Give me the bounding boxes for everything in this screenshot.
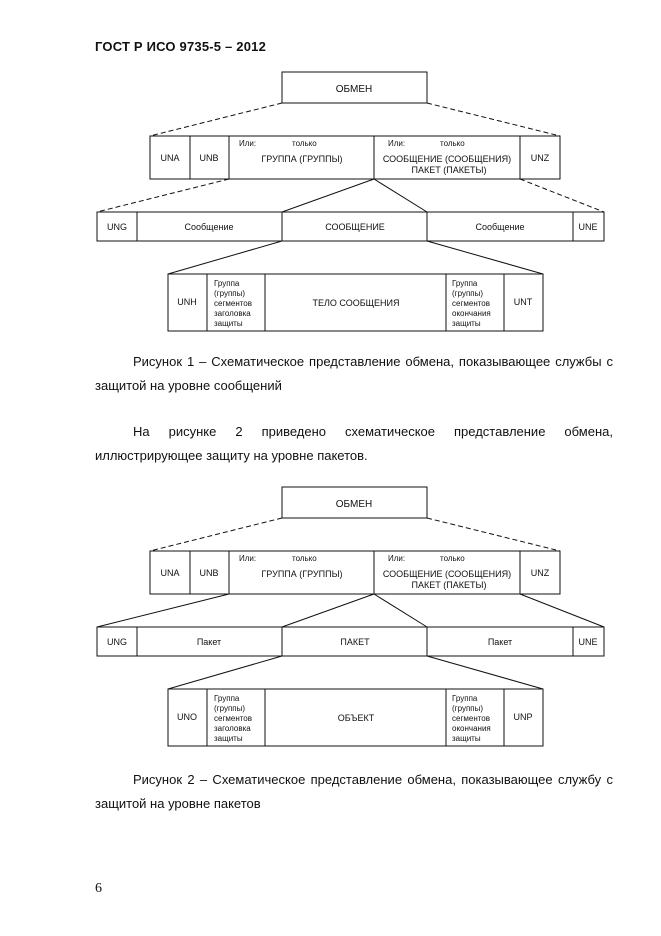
message-only-label: только: [440, 139, 465, 148]
message-only-label: только: [440, 554, 465, 563]
security-trailer-label: Группа (группы) сегментов окончания защи…: [452, 279, 493, 328]
figure-2-caption: Рисунок 2 – Схематическое представление …: [95, 772, 613, 811]
interchange-row: [149, 550, 561, 595]
group-or-label: Или:: [239, 554, 256, 563]
right-message-label: Сообщение: [476, 222, 525, 232]
figure-1-caption: Рисунок 1 – Схематическое представление …: [95, 354, 613, 393]
group-or-label: Или:: [239, 139, 256, 148]
exchange-label: ОБМЕН: [336, 84, 373, 95]
security-trailer-label: Группа (группы) сегментов окончания защи…: [452, 694, 493, 743]
figure-2-diagram: ОБМЕН UNA UNB Или: только ГРУППА (ГРУППЫ…: [96, 486, 605, 747]
group-only-label: только: [292, 554, 317, 563]
message-or-label: Или:: [388, 139, 405, 148]
una-label: UNA: [160, 568, 179, 578]
une-label: UNE: [578, 222, 597, 232]
message-or-label: Или:: [388, 554, 405, 563]
unb-label: UNB: [199, 153, 218, 163]
package-detail-row: [167, 688, 544, 747]
message-body-label: ТЕЛО СООБЩЕНИЯ: [312, 298, 399, 308]
group-label: ГРУППА (ГРУППЫ): [261, 569, 342, 579]
unz-label: UNZ: [531, 568, 550, 578]
package-label: ПАКЕТ (ПАКЕТЫ): [412, 165, 487, 175]
package-label: ПАКЕТ (ПАКЕТЫ): [412, 580, 487, 590]
ung-label: UNG: [107, 222, 127, 232]
left-message-label: Сообщение: [185, 222, 234, 232]
group-label: ГРУППА (ГРУППЫ): [261, 154, 342, 164]
security-header-label: Группа (группы) сегментов заголовка защи…: [214, 279, 254, 328]
object-label: ОБЪЕКТ: [338, 713, 375, 723]
document-header: ГОСТ Р ИСО 9735-5 – 2012: [95, 39, 266, 54]
center-message-label: СООБЩЕНИЕ: [325, 222, 385, 232]
figure-1-diagram: ОБМЕН UNA UNB Или: только ГРУППА (ГРУППЫ…: [96, 71, 605, 332]
group-only-label: только: [292, 139, 317, 148]
unh-label: UNH: [177, 297, 197, 307]
unz-label: UNZ: [531, 153, 550, 163]
uno-label: UNO: [177, 712, 197, 722]
group-row: [96, 626, 605, 657]
right-package-label: Пакет: [488, 637, 512, 647]
une-label: UNE: [578, 637, 597, 647]
message-label: СООБЩЕНИЕ (СООБЩЕНИЯ): [383, 154, 511, 164]
message-detail-row: [167, 273, 544, 332]
una-label: UNA: [160, 153, 179, 163]
body-paragraph: На рисунке 2 приведено схематическое пре…: [95, 424, 613, 463]
unp-label: UNP: [513, 712, 532, 722]
interchange-row: [149, 135, 561, 180]
security-header-label: Группа (группы) сегментов заголовка защи…: [214, 694, 254, 743]
page-number: 6: [95, 881, 102, 896]
center-package-label: ПАКЕТ: [340, 637, 370, 647]
left-package-label: Пакет: [197, 637, 221, 647]
exchange-box: [281, 486, 428, 519]
unt-label: UNT: [514, 297, 533, 307]
unb-label: UNB: [199, 568, 218, 578]
exchange-box: [281, 71, 428, 104]
exchange-label: ОБМЕН: [336, 499, 373, 510]
message-label: СООБЩЕНИЕ (СООБЩЕНИЯ): [383, 569, 511, 579]
group-row: [96, 211, 605, 242]
ung-label: UNG: [107, 637, 127, 647]
